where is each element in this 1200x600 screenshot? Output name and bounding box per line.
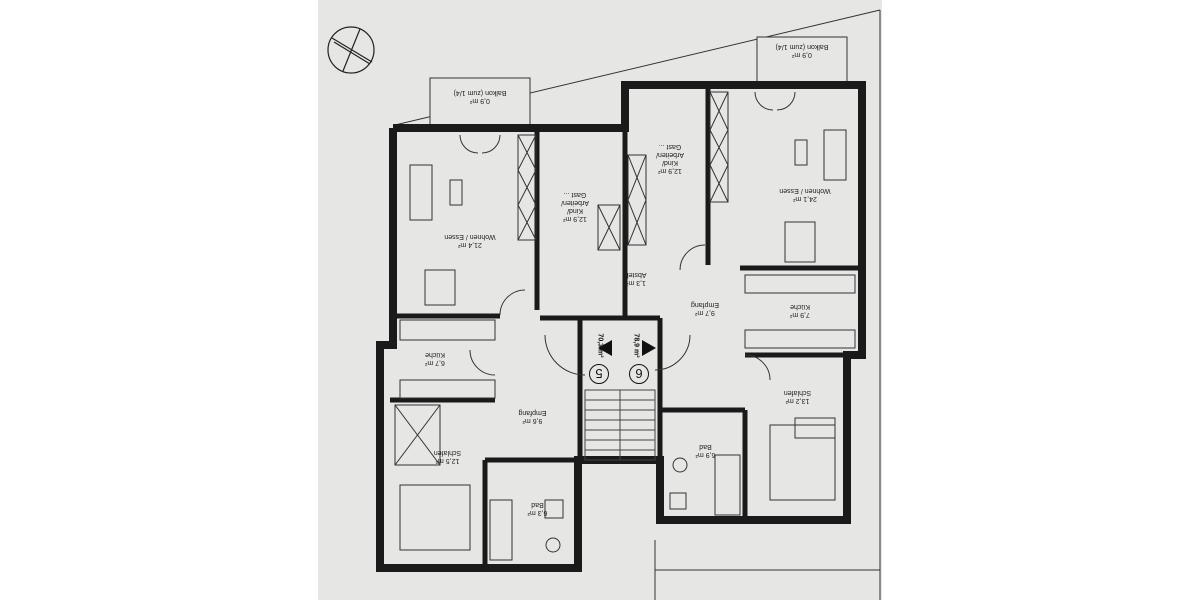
north-compass-icon — [327, 26, 375, 74]
unit-6-arrow-icon — [642, 340, 656, 356]
unit-6-area: 78,9 m² — [632, 333, 640, 358]
unit-5-area: 70,3 m² — [596, 333, 604, 358]
unit-5-number: 5 — [589, 364, 609, 384]
unit-5-arrow-icon — [598, 340, 612, 356]
unit-6-number: 6 — [629, 364, 649, 384]
